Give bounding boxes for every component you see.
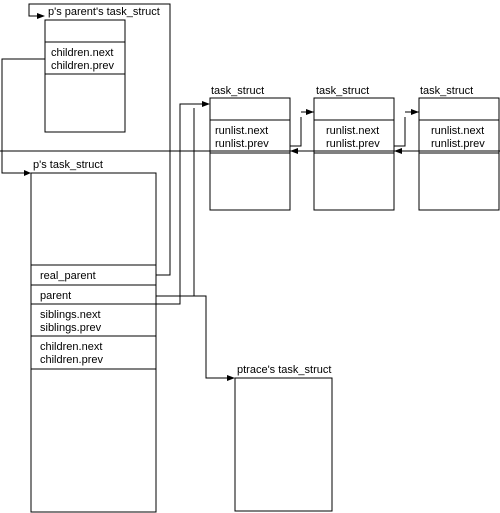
- children-to-p-connector: [1, 58, 45, 174]
- parent-task-title: p's parent's task_struct: [48, 6, 160, 18]
- p-task-struct: p's task_struct real_parent parent sibli…: [30, 159, 157, 513]
- parent-task-struct: p's parent's task_struct children.next c…: [44, 6, 160, 133]
- runlist-next-connector: [394, 117, 406, 147]
- runlist-task-2: task_struct runlist.next runlist.prev: [313, 85, 395, 211]
- runlist-task-3: task_struct runlist.next runlist.prev: [418, 85, 500, 211]
- runlist-prev-label: runlist.prev: [431, 138, 485, 150]
- ptrace-task-struct: ptrace's task_struct: [234, 364, 333, 512]
- runlist-task-box: [313, 97, 395, 211]
- arrowhead: [37, 13, 45, 19]
- runlist-task-box: [418, 97, 500, 211]
- p-children-prev: children.prev: [40, 354, 103, 366]
- p-parent: parent: [40, 290, 71, 302]
- parent-to-ptrace-connector: [156, 295, 228, 379]
- arrowhead: [202, 101, 210, 107]
- runlist-task-title: task_struct: [316, 85, 369, 97]
- runlist-task-title: task_struct: [211, 85, 264, 97]
- runlist-next-label: runlist.next: [215, 125, 268, 137]
- p-children-next: children.next: [40, 341, 102, 353]
- runlist-next-label: runlist.next: [431, 125, 484, 137]
- runlist-task-1: task_struct runlist.next runlist.prev: [209, 85, 291, 211]
- runlist-prev-label: runlist.prev: [215, 138, 269, 150]
- parent-children-next: children.next: [51, 47, 113, 59]
- arrowhead: [227, 375, 235, 381]
- arrowhead: [411, 109, 419, 115]
- runlist-task-box: [209, 97, 291, 211]
- runlist-prev-arrowhead: [290, 148, 298, 154]
- parent-task-box: [44, 19, 126, 133]
- runlist-next-label: runlist.next: [326, 125, 379, 137]
- runlist-task-title: task_struct: [420, 85, 473, 97]
- runlist-prev-arrowhead: [394, 148, 402, 154]
- p-siblings-prev: siblings.prev: [40, 322, 102, 334]
- arrowhead: [306, 109, 314, 115]
- ptrace-task-title: ptrace's task_struct: [237, 364, 331, 376]
- siblings-connector: [156, 103, 203, 305]
- p-task-title: p's task_struct: [33, 159, 103, 171]
- runlist-next-connector: [290, 117, 302, 147]
- arrowhead: [24, 170, 31, 176]
- real-parent-connector: [28, 3, 171, 276]
- p-task-box: [30, 172, 157, 513]
- p-real-parent: real_parent: [40, 270, 96, 282]
- parent-children-prev: children.prev: [51, 60, 114, 72]
- ptrace-task-box: [234, 377, 333, 512]
- runlist-prev-label: runlist.prev: [326, 138, 380, 150]
- parent-branch-connector: [156, 108, 195, 297]
- p-siblings-next: siblings.next: [40, 309, 101, 321]
